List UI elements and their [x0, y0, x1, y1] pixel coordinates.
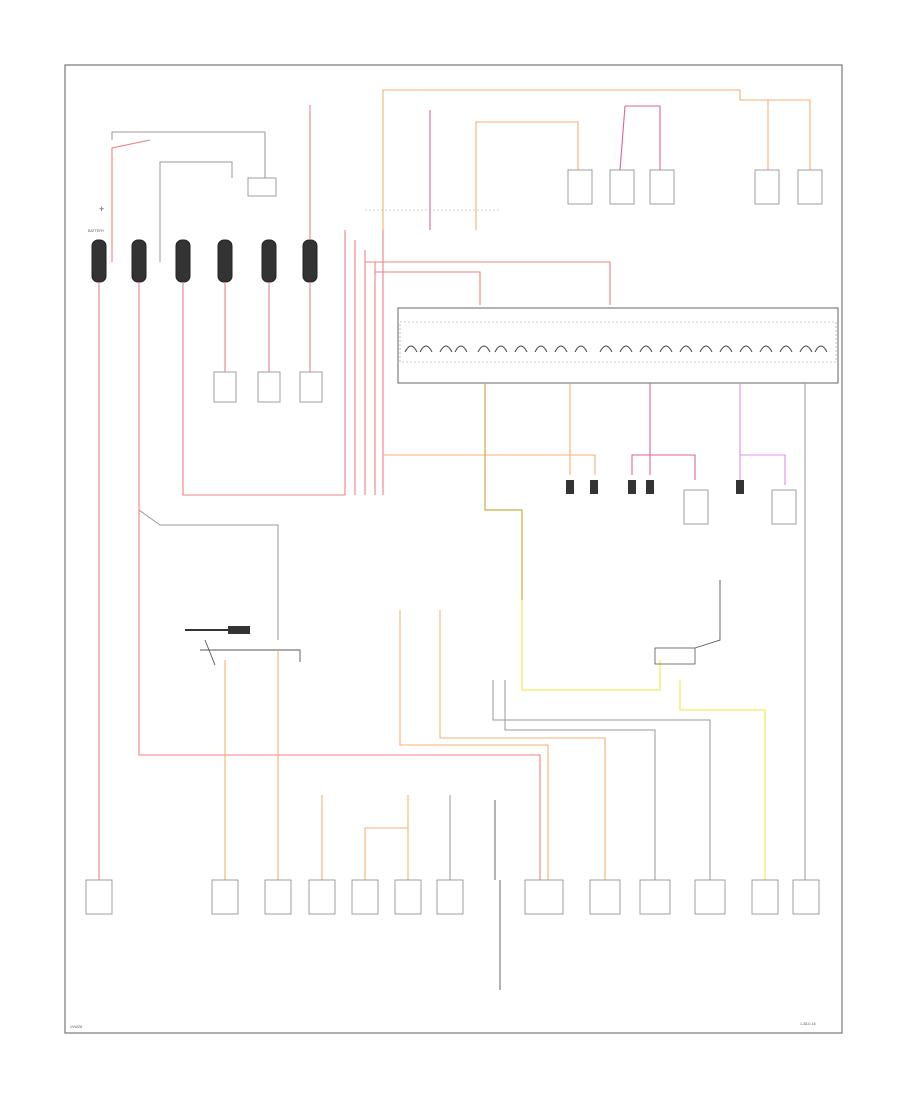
component-bottom-6 [394, 879, 422, 915]
component-bottom-5 [351, 879, 379, 915]
footer-right-code: 1-38-0-16 [800, 1022, 816, 1026]
component-bottom-13 [792, 879, 820, 915]
wire-red-to-fuseblock [365, 261, 611, 305]
fusible-links-row [91, 105, 541, 880]
wire-top-loop [111, 131, 266, 180]
component-box-1 [213, 371, 237, 403]
fuse-11 [799, 345, 828, 353]
component-bottom-7 [436, 879, 464, 915]
component-top-4 [754, 169, 780, 205]
component-bottom-10 [639, 879, 671, 915]
wire-top-pink [625, 105, 661, 170]
fuse-block-outline [397, 307, 839, 384]
red-bundle [344, 230, 611, 495]
component-bottom-8 [524, 879, 564, 915]
fuse-2 [439, 345, 468, 353]
top-fuse-section [365, 89, 823, 230]
wire-fuse3-down [182, 282, 345, 496]
fuse-link-6 [302, 105, 318, 372]
wire-top-orange2 [475, 121, 579, 230]
fuse-block [397, 307, 839, 384]
wire-violet-down [739, 383, 786, 485]
fuse-6 [599, 345, 633, 353]
component-top-5 [797, 169, 823, 205]
wire-orange-horizontal [383, 454, 596, 475]
fuse-link-3 [175, 239, 345, 496]
wire-battery-feed [111, 139, 151, 262]
wire-yellow-1 [521, 600, 661, 691]
component-bottom-9 [589, 879, 621, 915]
component-mid-1 [683, 489, 709, 525]
wire-pink-down [631, 383, 651, 475]
component-top-1 [567, 169, 593, 205]
component-top-2 [609, 169, 635, 205]
lower-short-wires [321, 795, 501, 990]
wire-yellow-2 [679, 680, 766, 880]
component-top-3 [649, 169, 675, 205]
ignition-switch-area [138, 509, 301, 880]
fuse-5 [554, 345, 588, 353]
battery-label: BATTERY [88, 229, 105, 233]
fuseblock-output-wires [484, 383, 806, 880]
battery-plus-symbol: + [99, 204, 104, 214]
middle-connectors [566, 480, 797, 525]
fuse-link-4 [217, 239, 233, 372]
relay-box [654, 647, 696, 665]
wire-gray-center [492, 680, 711, 880]
fuse-8 [679, 345, 713, 353]
fuse-link-2 [131, 239, 541, 880]
fuse-7 [639, 345, 673, 353]
fuse-10 [759, 345, 793, 353]
battery-area: + BATTERY [88, 131, 277, 262]
middle-orange-wires [399, 580, 766, 880]
component-mid-2 [771, 489, 797, 525]
component-box-3 [299, 371, 323, 403]
fuse-link-5 [261, 239, 277, 372]
component-box-2 [257, 371, 281, 403]
footer-left-code: 1VWZ8 [70, 1025, 82, 1029]
fuse-9 [719, 345, 753, 353]
wire-fuse2-down [138, 282, 541, 880]
wire-left-junction [159, 161, 233, 262]
wire-top-orange-branch [740, 99, 769, 170]
wire-orange-center-1 [399, 610, 549, 880]
wire-orange-center-2 [439, 610, 606, 880]
wire-top-pink-branch [619, 105, 626, 171]
bottom-components-row [85, 879, 820, 915]
wire-top-orange [382, 89, 811, 230]
fuse-link-1 [91, 239, 107, 880]
fuse-4 [514, 345, 548, 353]
component-bottom-2 [211, 879, 239, 915]
component-bottom-3 [264, 879, 292, 915]
component-bottom-12 [751, 879, 779, 915]
fuse-1 [404, 345, 433, 353]
component-bottom-4 [308, 879, 336, 915]
wire-switch-feed [138, 509, 279, 640]
component-bottom-1 [85, 879, 113, 915]
starter-relay-box [247, 177, 277, 197]
wire-olive-down [484, 383, 523, 600]
diagram-frame [64, 64, 843, 1034]
fuse-3 [477, 345, 508, 353]
component-bottom-11 [694, 879, 726, 915]
